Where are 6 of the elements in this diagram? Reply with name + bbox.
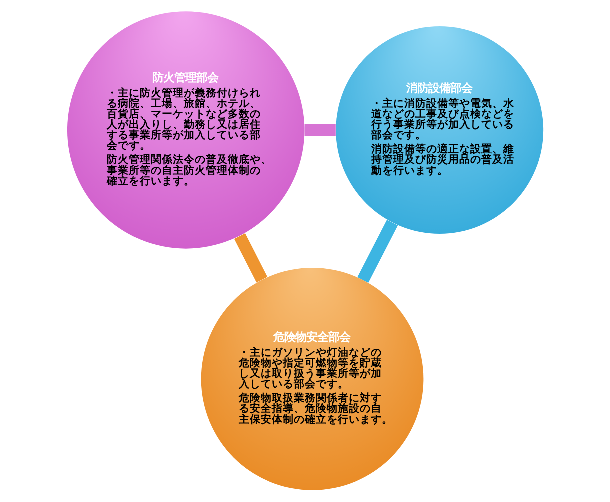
node-circle: 防火管理部会 ・主に防火管理が義務付けられる病院、工場、旅館、ホテル、百貨店、マーケットなど多数の人が出入りし、勤務し又は居住する事業所等が加入している部会です。 防火管理関係法令の普及徹底や、事業所等の自主防火管理体制の確立を行います。 xyxy=(66,12,304,249)
node-circle: 消防設備部会 ・主に消防設備等や電気、水道などの工事及び点検などを行う事業所等が加入している部会です。 消防設備等の適正な設置、維持管理及び防災用品の普及活動を行います。 xyxy=(336,26,544,234)
connector xyxy=(357,220,398,283)
connector xyxy=(234,234,268,283)
node-circle: 危険物安全部会 ・主にガソリンや灯油などの危険物や指定可燃物等を貯蔵し又は取り扱う事業所等が加入している部会です。 危険物取扱業務関係者に対する安全指導、危険物施設の自主保安体制の確立を行います。 xyxy=(200,268,424,490)
connector xyxy=(304,124,336,136)
